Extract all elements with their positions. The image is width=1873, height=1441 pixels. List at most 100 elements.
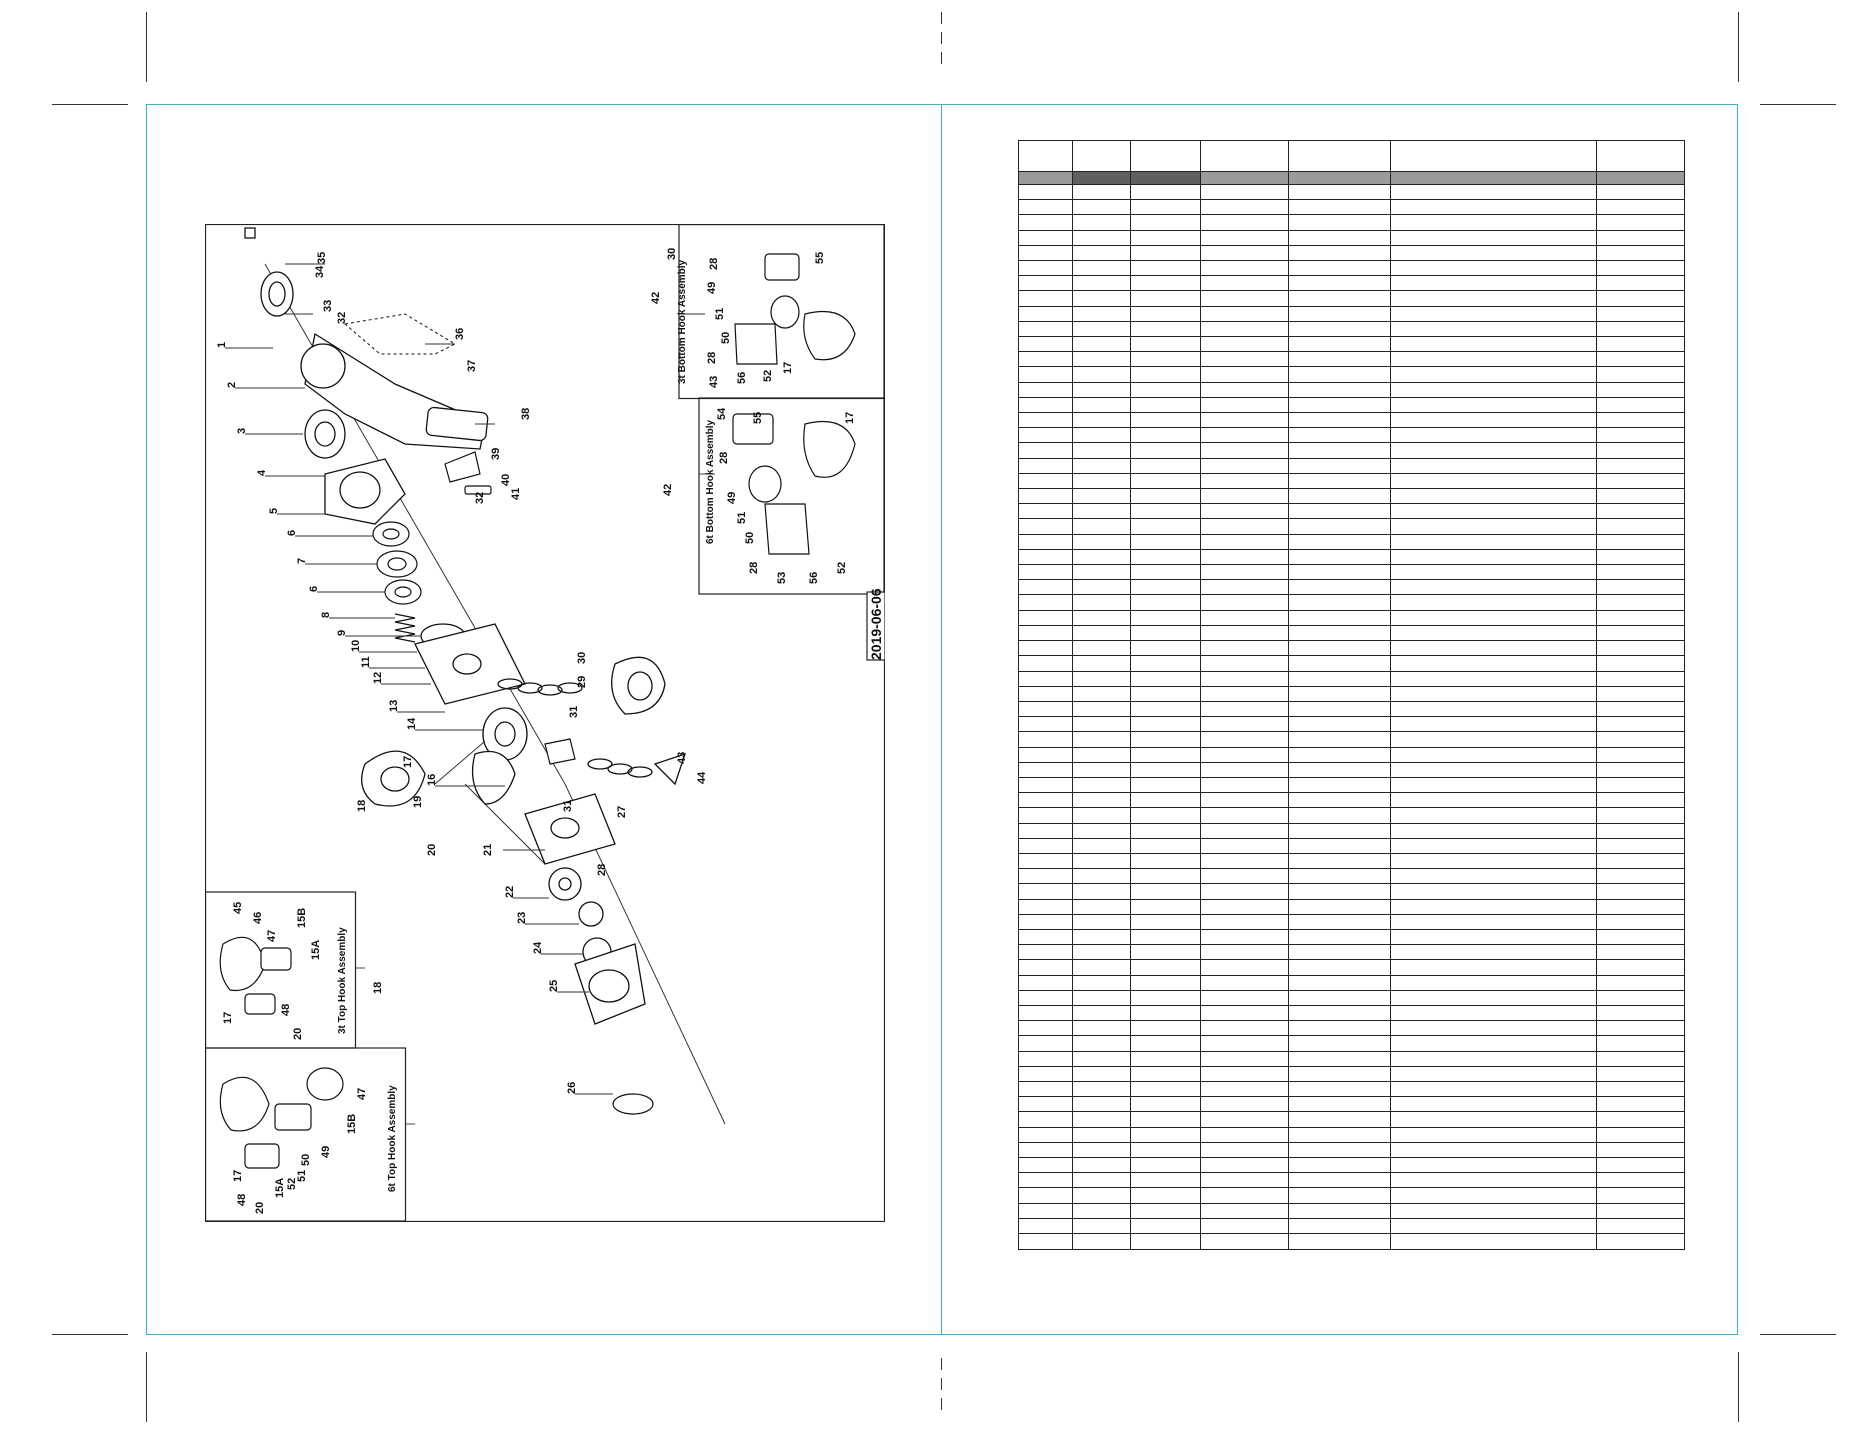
table-cell <box>1390 928 1597 946</box>
table-cell <box>1288 381 1391 398</box>
table-cell <box>1390 761 1597 778</box>
friction-disc-part <box>372 521 422 605</box>
table-cell <box>1596 974 1685 991</box>
table-cell <box>1130 822 1201 839</box>
table-cell <box>1130 852 1201 870</box>
inset-part-number-label: 28 <box>748 562 760 574</box>
table-cell <box>1288 244 1391 262</box>
fold-mark <box>941 1398 942 1410</box>
table-cell <box>1018 260 1073 277</box>
table-cell <box>1390 1202 1597 1219</box>
table-cell <box>1288 1187 1391 1204</box>
part-number-label: 6 <box>308 586 320 592</box>
part-number-label: 5 <box>268 508 280 514</box>
part-number-label: 9 <box>336 630 348 636</box>
table-cell <box>1596 290 1685 307</box>
inset-part-number-label: 49 <box>726 492 738 504</box>
table-cell <box>1288 1050 1391 1067</box>
table-cell <box>1288 457 1391 474</box>
inset-part-number-label: 17 <box>844 412 856 424</box>
table-cell <box>1390 1050 1597 1067</box>
table-row <box>1018 1187 1685 1204</box>
table-cell <box>1596 700 1685 718</box>
table-cell <box>1390 913 1597 930</box>
part-number-label: 19 <box>412 796 424 808</box>
table-cell <box>1018 412 1073 429</box>
part-number-label: 34 <box>314 265 326 278</box>
table-cell <box>1288 837 1391 854</box>
table-cell <box>1288 1217 1391 1235</box>
table-cell <box>1288 1141 1391 1159</box>
inset-part-number-label: 53 <box>776 572 788 584</box>
table-cell <box>1072 1080 1131 1098</box>
table-cell <box>1018 959 1073 976</box>
fold-mark <box>941 32 942 44</box>
spring-part <box>394 613 416 643</box>
table-cell <box>1018 548 1073 566</box>
inset-part-number-label: 17 <box>222 1012 234 1024</box>
part-number-label: 12 <box>372 672 384 684</box>
table-cell <box>1390 518 1597 535</box>
table-cell <box>1072 1096 1131 1113</box>
table-row <box>1018 837 1685 854</box>
part-number-label: 7 <box>296 558 308 564</box>
table-header-cell <box>1130 140 1201 172</box>
inset-part-number-label: 56 <box>736 372 748 384</box>
table-row <box>1018 275 1685 292</box>
part-number-label: 28 <box>596 864 608 876</box>
table-cell <box>1018 244 1073 262</box>
table-cell <box>1200 883 1289 900</box>
table-cell <box>1200 822 1289 839</box>
table-cell <box>1072 1202 1131 1219</box>
part-number-label: 1 <box>216 342 228 348</box>
table-row <box>1018 381 1685 398</box>
table-cell <box>1072 731 1131 748</box>
table-header-cell <box>1390 140 1597 172</box>
table-cell <box>1200 928 1289 946</box>
table-cell <box>1200 989 1289 1006</box>
inset-part-number-label: 56 <box>808 572 820 584</box>
table-cell <box>1200 1035 1289 1052</box>
table-cell <box>1200 457 1289 474</box>
table-cell <box>1018 1156 1073 1174</box>
part-number-label: 33 <box>322 300 334 312</box>
table-cell <box>1072 670 1131 687</box>
table-cell <box>1200 214 1289 231</box>
table-cell <box>1200 1187 1289 1204</box>
inset-part-number-label: 55 <box>752 412 764 424</box>
table-cell <box>1018 898 1073 915</box>
table-cell <box>1390 229 1597 246</box>
fold-mark <box>941 12 942 24</box>
table-cell <box>1390 366 1597 383</box>
table-cell <box>1596 776 1685 794</box>
ratchet-gear-part <box>304 409 346 459</box>
table-cell <box>1390 381 1597 398</box>
table-cell <box>1130 868 1201 885</box>
table-cell <box>1390 396 1597 414</box>
table-cell <box>1130 518 1201 535</box>
table-cell <box>1200 1233 1289 1250</box>
table-cell <box>1018 1217 1073 1235</box>
table-cell <box>1130 959 1201 976</box>
table-cell <box>1072 807 1131 824</box>
table-cell <box>1018 214 1073 231</box>
table-cell <box>1596 533 1685 550</box>
table-cell <box>1018 913 1073 930</box>
table-cell <box>1390 822 1597 839</box>
table-cell <box>1072 640 1131 657</box>
table-cell <box>1130 1004 1201 1022</box>
table-cell <box>1130 199 1201 216</box>
table-cell <box>1072 792 1131 809</box>
table-cell <box>1288 746 1391 763</box>
table-row <box>1018 1111 1685 1128</box>
table-cell <box>1390 868 1597 885</box>
table-cell <box>1072 624 1131 642</box>
table-cell <box>1288 1020 1391 1037</box>
table-cell <box>1072 457 1131 474</box>
table-cell <box>1200 1065 1289 1082</box>
table-cell <box>1072 1065 1131 1082</box>
table-cell <box>1288 199 1391 216</box>
table-cell <box>1288 685 1391 702</box>
table-cell <box>1596 883 1685 900</box>
table-cell <box>1288 548 1391 566</box>
